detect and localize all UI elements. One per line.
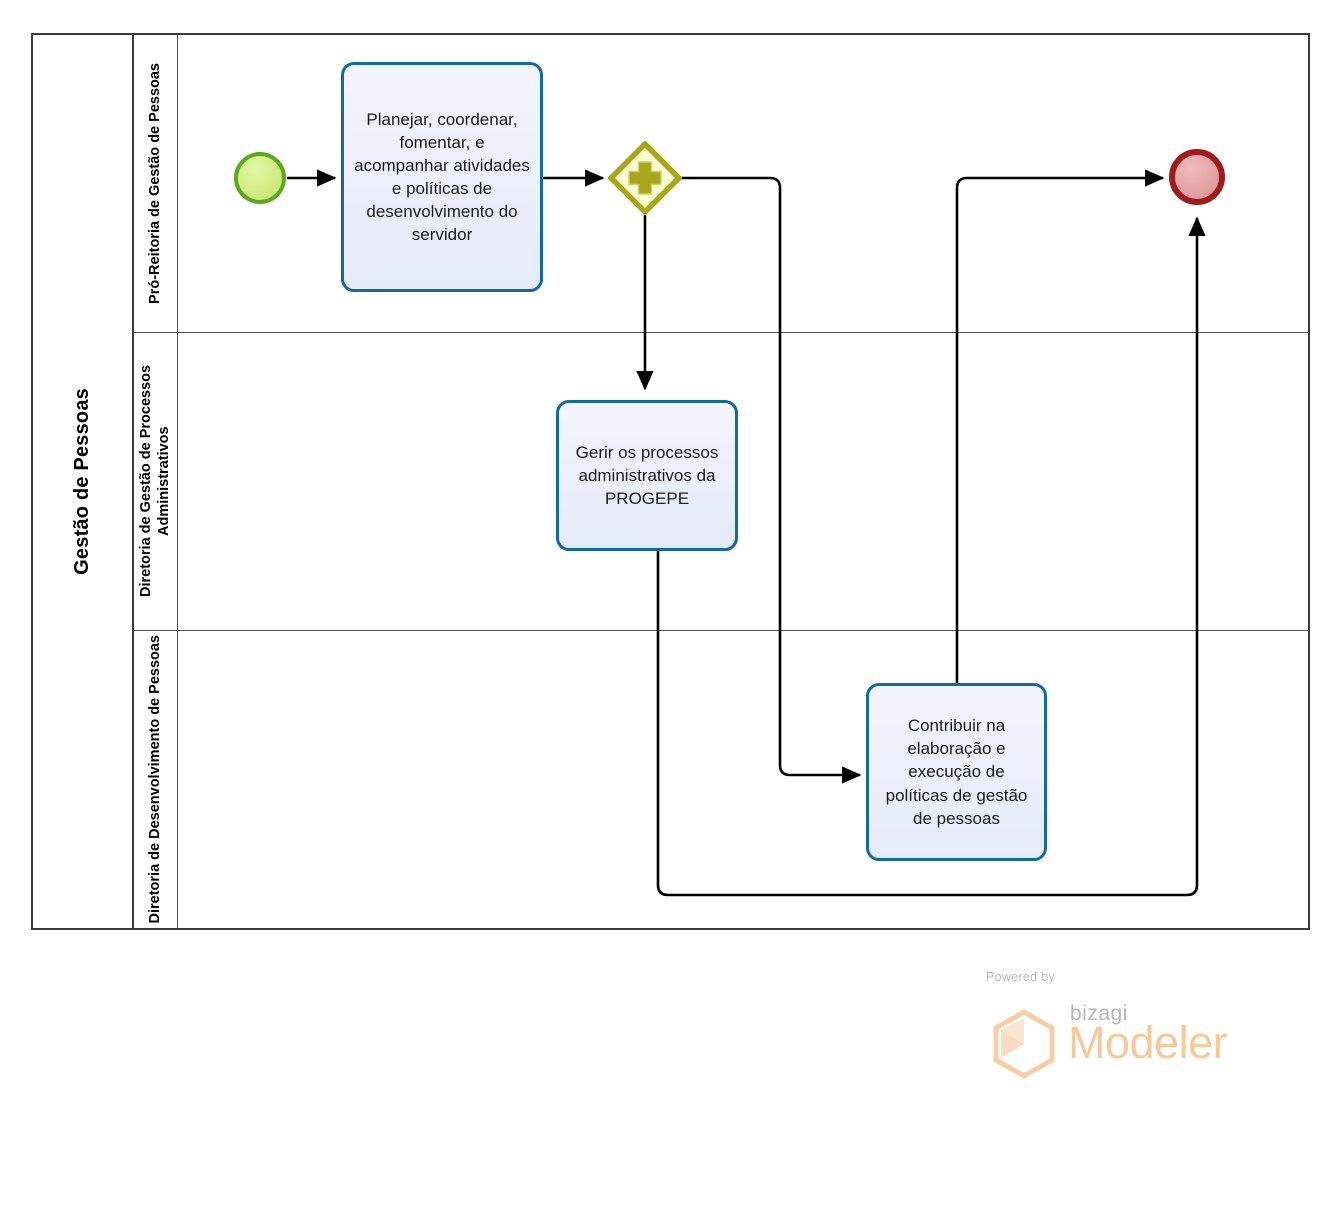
lane-label-3: Diretoria de Desenvolvimento de Pessoas (147, 634, 164, 924)
lane-diretoria-de-desenvolvimento-de-pessoas[interactable]: Diretoria de Desenvolvimento de Pessoas (134, 630, 1308, 928)
lane-label-2: Diretoria de Gestão de Processos Adminis… (138, 364, 173, 598)
bizagi-brand-label: bizagi (1070, 1002, 1128, 1025)
task-3-label: Contribuir na elaboração e execução de p… (885, 716, 1028, 828)
start-event[interactable] (234, 152, 286, 204)
bizagi-hexagon-logo (993, 1009, 1055, 1079)
lane-pro-reitoria-de-gestao-de-pessoas[interactable]: Pró-Reitoria de Gestão de Pessoas (134, 35, 1308, 332)
lane-header-2: Diretoria de Gestão de Processos Adminis… (134, 332, 178, 630)
bizagi-watermark: Powered by bizagi Modeler (986, 970, 1246, 1079)
lane-header-3: Diretoria de Desenvolvimento de Pessoas (134, 630, 178, 928)
end-event[interactable] (1169, 149, 1225, 205)
modeler-product-label: Modeler (1068, 1017, 1228, 1068)
task-2-label: Gerir os processos administrativos da PR… (575, 442, 719, 509)
lane-header-1: Pró-Reitoria de Gestão de Pessoas (134, 35, 178, 332)
lane-label-1: Pró-Reitoria de Gestão de Pessoas (147, 63, 164, 304)
task-gerir-processos-administrativos[interactable]: Gerir os processos administrativos da PR… (556, 400, 738, 551)
task-1-label: Planejar, coordenar, fomentar, e acompan… (354, 109, 530, 245)
parallel-gateway[interactable] (607, 140, 683, 216)
lane-diretoria-de-gestao-de-processos-administrativos[interactable]: Diretoria de Gestão de Processos Adminis… (134, 332, 1308, 630)
pool-header: Gestão de Pessoas (33, 35, 134, 928)
powered-by-label: Powered by (986, 970, 1056, 984)
pool-title: Gestão de Pessoas (71, 388, 93, 575)
task-contribuir-elaboracao-execucao-politicas[interactable]: Contribuir na elaboração e execução de p… (866, 683, 1047, 861)
task-planejar-coordenar-fomentar[interactable]: Planejar, coordenar, fomentar, e acompan… (341, 62, 543, 292)
